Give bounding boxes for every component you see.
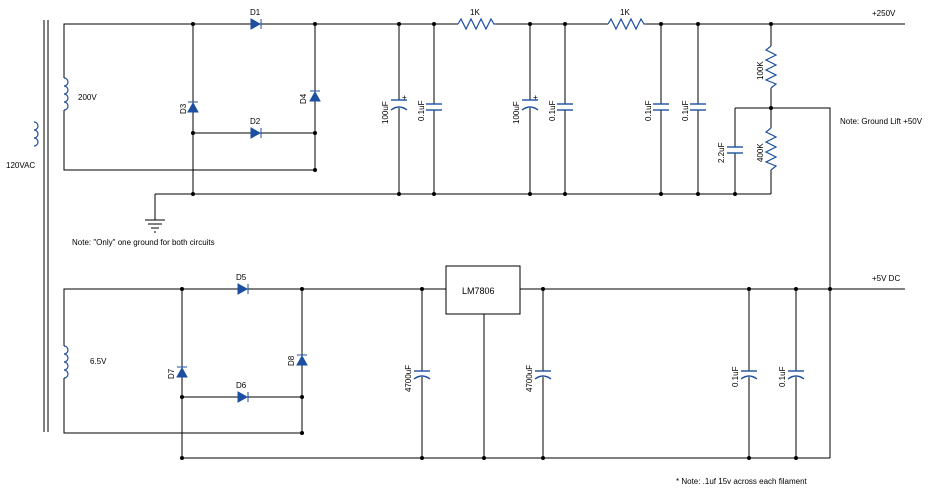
secondary-high-voltage-label: 200V <box>78 93 97 102</box>
svg-text:+: + <box>402 93 407 102</box>
capacitor-c9: 4700uF <box>525 365 552 392</box>
wire <box>63 110 315 171</box>
capacitor-c11: 0.1uF <box>778 366 805 387</box>
resistor-icon <box>607 17 646 31</box>
output-low-voltage-label: +5V DC <box>872 274 900 283</box>
resistor-label: 100K <box>756 61 765 80</box>
diode-d5: D5 <box>236 273 249 295</box>
diode-label: D7 <box>167 368 176 379</box>
diode-icon <box>187 101 199 113</box>
diode-icon <box>250 18 262 30</box>
capacitor-label: 100uF <box>381 101 390 124</box>
capacitor-label: 4700uF <box>404 365 413 392</box>
wire <box>735 107 831 458</box>
capacitor-c1: + 100uF <box>381 93 408 124</box>
capacitor-c6: 0.1uF <box>681 100 706 121</box>
ground-icon <box>145 219 165 233</box>
capacitor-label: 100uF <box>512 101 521 124</box>
diode-label: D4 <box>299 93 308 104</box>
capacitor-label: 0.1uF <box>417 100 426 121</box>
regulator-lm7806: LM7806 <box>445 265 521 315</box>
ground-note: Note: "Only" one ground for both circuit… <box>72 238 215 247</box>
diode-d4: D4 <box>299 90 321 104</box>
resistor-label: 1K <box>620 8 630 17</box>
resistor-icon <box>457 17 496 31</box>
diode-icon <box>296 354 308 366</box>
ground-lift-note: Note: Ground Lift +50V <box>840 117 923 126</box>
output-high-voltage-label: +250V <box>872 9 896 18</box>
resistor-1k-a: 1K <box>457 8 496 31</box>
capacitor-c2: 0.1uF <box>417 100 442 121</box>
diode-icon <box>237 283 249 295</box>
diode-d1: D1 <box>250 8 262 30</box>
junction-dots-high <box>191 22 773 196</box>
high-voltage-wiring <box>63 23 905 458</box>
diode-d8: D8 <box>287 354 308 366</box>
diode-label: D5 <box>236 273 247 282</box>
diode-label: D6 <box>236 381 247 390</box>
filament-note: * Note: .1uf 15v across each filament <box>676 477 808 486</box>
resistor-icon <box>764 45 778 89</box>
capacitor-c5: 0.1uF <box>644 100 669 121</box>
diode-label: D2 <box>250 117 261 126</box>
resistor-100k: 100K <box>756 45 778 89</box>
capacitor-c10: 0.1uF <box>731 366 758 387</box>
capacitor-c4: 0.1uF <box>548 100 573 121</box>
diode-icon <box>250 127 262 139</box>
secondary-low-voltage-label: 6.5V <box>90 357 107 366</box>
capacitor-label: 0.1uF <box>548 100 557 121</box>
capacitor-c8: 4700uF <box>404 365 431 392</box>
wire <box>63 23 193 78</box>
diode-label: D8 <box>287 355 296 366</box>
wire <box>63 378 302 434</box>
secondary-coil-high-icon <box>63 77 69 111</box>
diode-d3: D3 <box>179 101 199 114</box>
resistor-label: 1K <box>470 8 480 17</box>
diode-icon <box>309 90 321 102</box>
transformer: 120VAC 200V 6.5V <box>6 20 107 432</box>
capacitor-label: 0.1uF <box>778 366 787 387</box>
wire <box>63 288 446 346</box>
regulator-label: LM7806 <box>462 286 495 296</box>
capacitor-label: 0.1uF <box>681 100 690 121</box>
diode-label: D3 <box>179 103 188 114</box>
primary-voltage-label: 120VAC <box>6 161 35 170</box>
capacitor-label: 4700uF <box>525 365 534 392</box>
resistor-label: 400K <box>756 143 765 162</box>
primary-coil-icon <box>33 121 39 147</box>
junction-dots-low <box>180 287 832 460</box>
regulator-box <box>445 265 521 315</box>
diode-d2: D2 <box>250 117 262 139</box>
diode-d6: D6 <box>236 381 249 403</box>
capacitor-label: 2.2uF <box>717 142 726 163</box>
capacitor-c7: 2.2uF <box>717 142 743 163</box>
secondary-coil-low-icon <box>63 345 69 379</box>
diode-icon <box>176 366 188 378</box>
resistor-400k: 400K <box>756 127 778 171</box>
capacitor-label: 0.1uF <box>644 100 653 121</box>
diode-icon <box>237 391 249 403</box>
resistor-1k-b: 1K <box>607 8 646 31</box>
svg-text:+: + <box>533 93 538 102</box>
diode-label: D1 <box>250 8 261 17</box>
capacitor-label: 0.1uF <box>731 366 740 387</box>
resistor-icon <box>764 127 778 171</box>
capacitor-c3: + 100uF <box>512 93 539 124</box>
diode-d7: D7 <box>167 366 188 379</box>
